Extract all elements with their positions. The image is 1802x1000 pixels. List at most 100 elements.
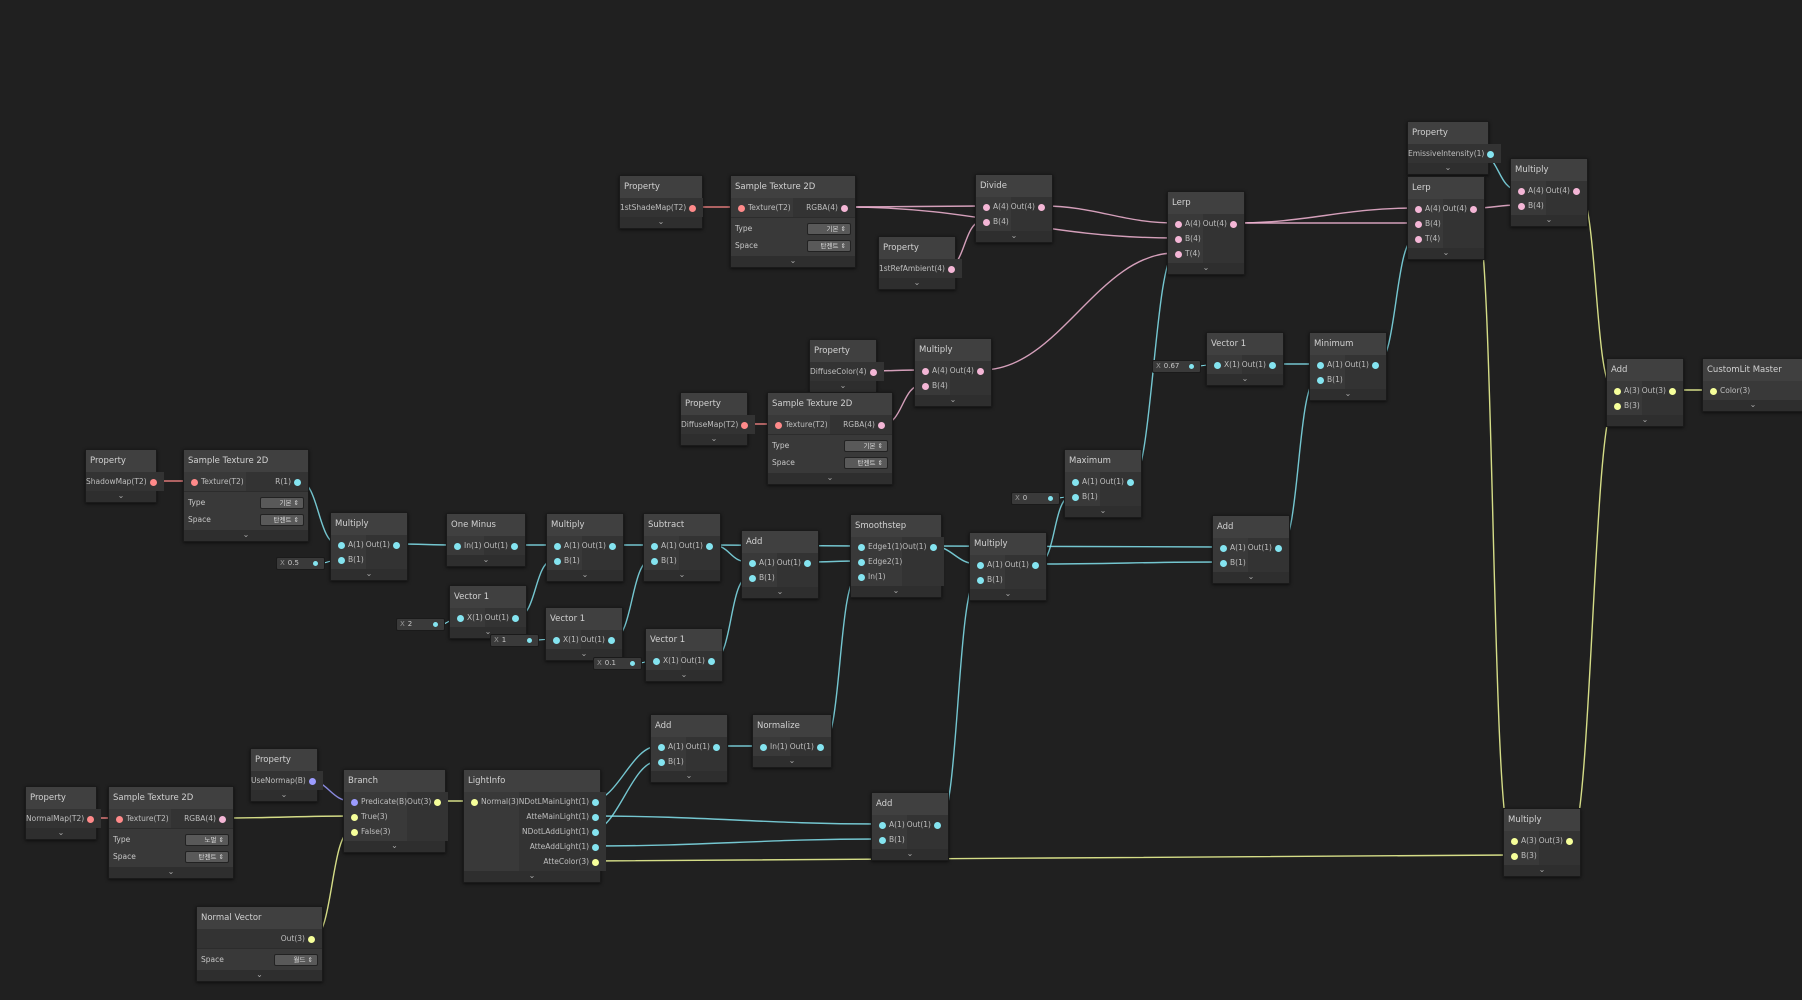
setting-dropdown[interactable]: 기본 ⇕ bbox=[807, 223, 851, 235]
node-title[interactable]: Multiply bbox=[331, 513, 407, 535]
port-connector-icon[interactable] bbox=[879, 836, 886, 844]
port-connector-icon[interactable] bbox=[741, 421, 749, 429]
input-port[interactable]: T(4) bbox=[1408, 231, 1443, 246]
collapse-chevron-icon[interactable]: ⌄ bbox=[810, 381, 876, 392]
setting-dropdown[interactable]: 탄젠트 ⇕ bbox=[260, 514, 304, 526]
output-port[interactable]: NDotLAddLight(1) bbox=[519, 824, 606, 839]
node-title[interactable]: Sample Texture 2D bbox=[109, 787, 233, 809]
input-port[interactable]: A(4) bbox=[1408, 201, 1443, 216]
port-connector-icon[interactable] bbox=[1032, 561, 1039, 569]
collapse-chevron-icon[interactable]: ⌄ bbox=[731, 256, 855, 267]
setting-dropdown[interactable]: 기본 ⇕ bbox=[260, 497, 304, 509]
collapse-chevron-icon[interactable]: ⌄ bbox=[1310, 389, 1386, 400]
port-connector-icon[interactable] bbox=[1710, 387, 1717, 395]
port-connector-icon[interactable] bbox=[749, 559, 756, 567]
input-port[interactable]: B(1) bbox=[1213, 555, 1248, 570]
port-connector-icon[interactable] bbox=[651, 542, 658, 550]
input-port[interactable]: B(4) bbox=[976, 214, 1011, 229]
input-port[interactable]: A(3) bbox=[1504, 833, 1539, 848]
output-port[interactable]: RGBA(4) bbox=[171, 811, 233, 826]
output-port[interactable]: Out(4) bbox=[1203, 216, 1244, 231]
port-connector-icon[interactable] bbox=[149, 478, 157, 486]
output-port[interactable]: Out(3) bbox=[407, 794, 448, 809]
collapse-chevron-icon[interactable]: ⌄ bbox=[872, 849, 948, 860]
port-connector-icon[interactable] bbox=[1415, 220, 1422, 228]
collapse-chevron-icon[interactable]: ⌄ bbox=[644, 570, 720, 581]
node-title[interactable]: Multiply bbox=[970, 533, 1046, 555]
output-port[interactable]: UseNormap(B) bbox=[251, 773, 323, 788]
port-connector-icon[interactable] bbox=[434, 798, 442, 806]
output-port[interactable]: Out(1) bbox=[1005, 557, 1046, 572]
collapse-chevron-icon[interactable]: ⌄ bbox=[546, 649, 622, 660]
node-title[interactable]: Property bbox=[620, 176, 702, 198]
output-port[interactable]: NormalMap(T2) bbox=[26, 811, 101, 826]
input-port[interactable]: B(4) bbox=[1511, 198, 1546, 213]
output-port[interactable]: Out(1) bbox=[907, 817, 948, 832]
input-port[interactable]: Edge1(1) bbox=[851, 539, 902, 554]
port-connector-icon[interactable] bbox=[308, 935, 315, 943]
output-port[interactable]: Out(4) bbox=[950, 363, 991, 378]
port-connector-icon[interactable] bbox=[977, 576, 984, 584]
port-connector-icon[interactable] bbox=[454, 542, 461, 550]
port-connector-icon[interactable] bbox=[1220, 544, 1227, 552]
port-connector-icon[interactable] bbox=[1573, 187, 1580, 195]
collapse-chevron-icon[interactable]: ⌄ bbox=[86, 491, 156, 502]
node-title[interactable]: Property bbox=[1408, 122, 1488, 144]
output-port[interactable]: Out(3) bbox=[1539, 833, 1580, 848]
output-port[interactable]: Out(1) bbox=[1248, 540, 1289, 555]
port-connector-icon[interactable] bbox=[351, 813, 358, 821]
output-port[interactable]: AtteMainLight(1) bbox=[519, 809, 606, 824]
input-port[interactable]: B(1) bbox=[547, 553, 582, 568]
collapse-chevron-icon[interactable]: ⌄ bbox=[620, 217, 702, 228]
collapse-chevron-icon[interactable]: ⌄ bbox=[109, 867, 233, 878]
collapse-chevron-icon[interactable]: ⌄ bbox=[1408, 248, 1484, 259]
output-port[interactable]: Out(4) bbox=[1546, 183, 1587, 198]
input-port[interactable]: B(1) bbox=[651, 754, 686, 769]
node-title[interactable]: Property bbox=[251, 749, 317, 771]
port-connector-icon[interactable] bbox=[351, 828, 358, 836]
port-connector-icon[interactable] bbox=[983, 218, 990, 226]
node-title[interactable]: Vector 1 bbox=[546, 608, 622, 630]
port-connector-icon[interactable] bbox=[592, 828, 600, 836]
output-port[interactable]: Out(4) bbox=[1011, 199, 1052, 214]
field-value[interactable]: 0 bbox=[1022, 494, 1028, 502]
output-port[interactable]: ShadowMap(T2) bbox=[86, 474, 164, 489]
input-port[interactable]: Predicate(B) bbox=[344, 794, 407, 809]
node-title[interactable]: Maximum bbox=[1065, 450, 1141, 472]
output-port[interactable]: Out(1) bbox=[681, 653, 722, 668]
input-port[interactable]: B(1) bbox=[1065, 489, 1100, 504]
node-title[interactable]: Add bbox=[1213, 516, 1289, 538]
node-title[interactable]: Vector 1 bbox=[646, 629, 722, 651]
collapse-chevron-icon[interactable]: ⌄ bbox=[26, 828, 96, 839]
port-connector-icon[interactable] bbox=[1415, 205, 1422, 213]
node-title[interactable]: Add bbox=[872, 793, 948, 815]
port-connector-icon[interactable] bbox=[1518, 187, 1525, 195]
input-port[interactable]: B(1) bbox=[970, 572, 1005, 587]
port-connector-icon[interactable] bbox=[1175, 250, 1182, 258]
field-value[interactable]: 1 bbox=[501, 636, 507, 644]
port-connector-icon[interactable] bbox=[1566, 837, 1573, 845]
port-connector-icon[interactable] bbox=[1470, 205, 1477, 213]
input-port[interactable]: A(1) bbox=[742, 555, 777, 570]
setting-dropdown[interactable]: 탄젠트 ⇕ bbox=[185, 851, 229, 863]
input-port[interactable]: In(1) bbox=[851, 569, 902, 584]
collapse-chevron-icon[interactable]: ⌄ bbox=[1504, 865, 1580, 876]
port-connector-icon[interactable] bbox=[592, 843, 600, 851]
input-port[interactable]: A(4) bbox=[976, 199, 1011, 214]
node-title[interactable]: Multiply bbox=[1511, 159, 1587, 181]
port-connector-icon[interactable] bbox=[713, 743, 720, 751]
port-connector-icon[interactable] bbox=[554, 542, 561, 550]
input-port[interactable]: A(4) bbox=[1511, 183, 1546, 198]
port-connector-icon[interactable] bbox=[1072, 493, 1079, 501]
output-port[interactable]: RGBA(4) bbox=[793, 200, 855, 215]
port-connector-icon[interactable] bbox=[87, 815, 95, 823]
input-port[interactable]: Texture(T2) bbox=[768, 417, 830, 432]
